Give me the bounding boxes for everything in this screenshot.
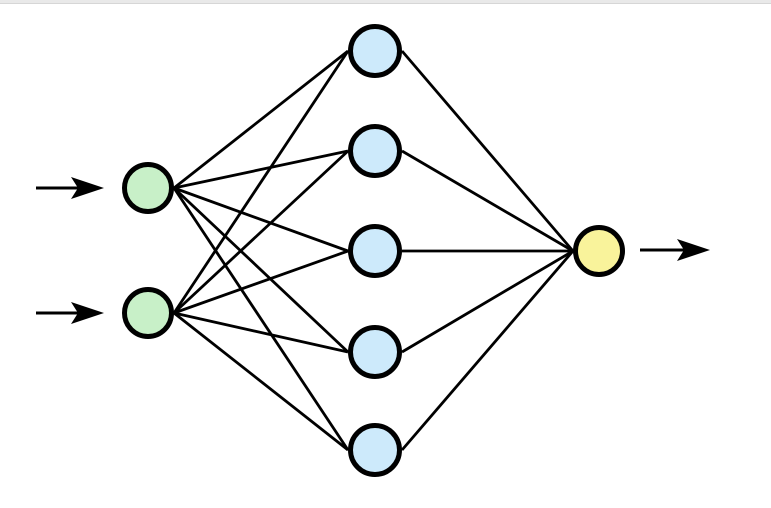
edge-h4-out1 bbox=[401, 249, 574, 354]
output-arrow-head-icon bbox=[677, 239, 710, 261]
edge-in1-h2 bbox=[173, 149, 349, 190]
edge-in2-h4 bbox=[173, 311, 349, 354]
edge-in2-h5 bbox=[173, 311, 349, 452]
input-node-2 bbox=[122, 287, 174, 339]
edge-in1-h5 bbox=[172, 187, 350, 451]
edge-in1-h3 bbox=[173, 186, 349, 253]
edge-in1-h1 bbox=[173, 49, 349, 190]
edge-h5-out1 bbox=[400, 250, 575, 451]
edge-in1-h4 bbox=[173, 186, 349, 354]
edge-in2-h1 bbox=[172, 50, 350, 314]
edge-h2-out1 bbox=[401, 149, 574, 253]
input-arrow-2-head-icon bbox=[71, 302, 104, 324]
window-top-strip bbox=[0, 0, 771, 4]
hidden-node-1 bbox=[348, 24, 402, 78]
edge-h1-out1 bbox=[400, 50, 575, 252]
hidden-node-3 bbox=[348, 224, 402, 278]
hidden-node-5 bbox=[348, 423, 402, 477]
output-node bbox=[573, 225, 625, 277]
input-node-1 bbox=[122, 162, 174, 214]
hidden-node-2 bbox=[348, 124, 402, 178]
input-arrow-1-head-icon bbox=[71, 177, 104, 199]
hidden-node-4 bbox=[348, 325, 402, 379]
edge-in2-h2 bbox=[173, 149, 349, 315]
edge-in2-h3 bbox=[173, 249, 349, 315]
